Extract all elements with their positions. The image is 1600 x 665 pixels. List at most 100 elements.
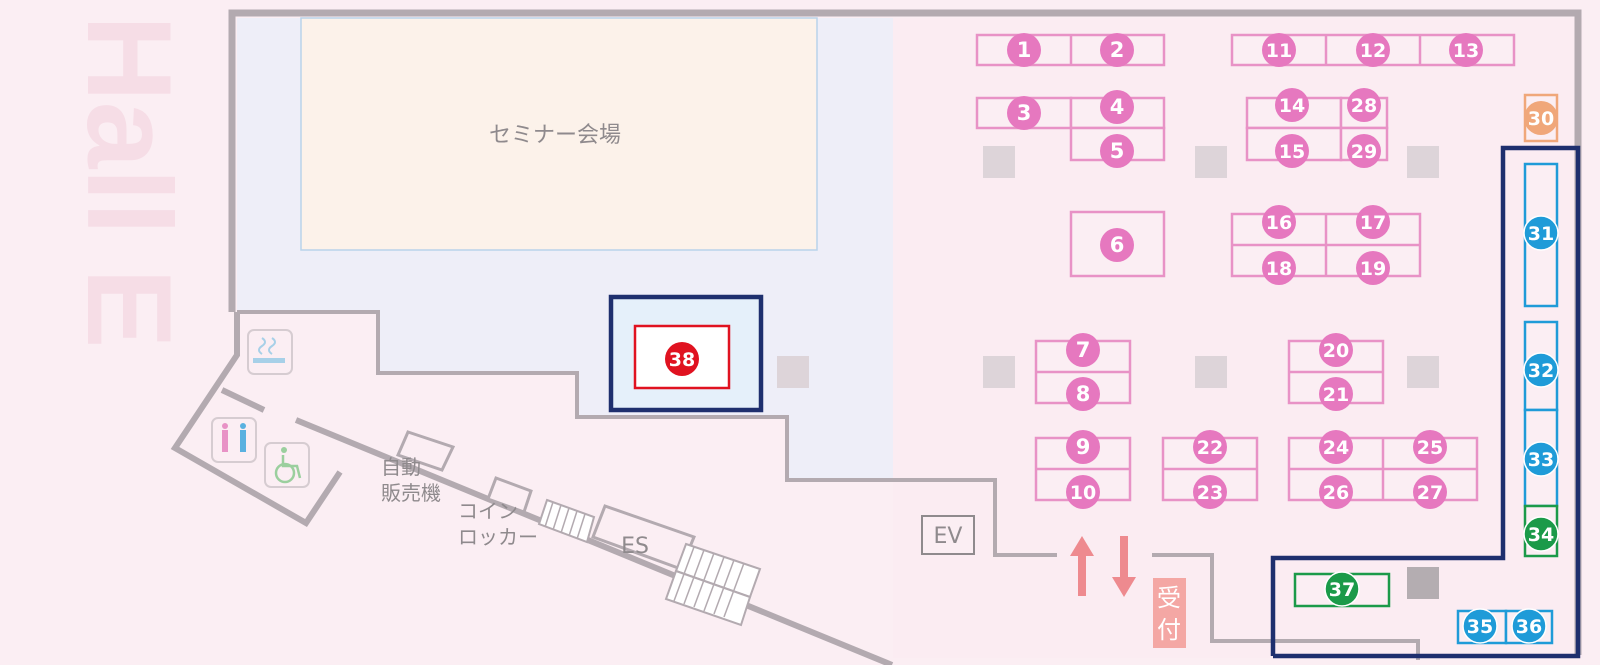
reception: 受 付 <box>1153 578 1186 648</box>
booth-36-number: 36 <box>1516 616 1542 638</box>
booth-33-badge[interactable] <box>1523 441 1559 477</box>
booth-20-badge[interactable] <box>1319 333 1353 367</box>
booth-16-number: 16 <box>1266 212 1292 234</box>
booth-32-badge[interactable] <box>1523 352 1559 388</box>
booth-30-number: 30 <box>1528 108 1554 130</box>
vending-label-2: 販売機 <box>381 481 441 505</box>
booth-17-badge[interactable] <box>1356 205 1390 239</box>
booth-3-number: 3 <box>1017 101 1032 125</box>
booth-6-badge[interactable] <box>1100 228 1134 262</box>
booth-23-number: 23 <box>1197 482 1223 504</box>
escalator-label: ES <box>621 534 649 559</box>
booth-5-badge[interactable] <box>1100 134 1134 168</box>
booth-13-badge[interactable] <box>1449 33 1483 67</box>
booth-25-badge[interactable] <box>1413 430 1447 464</box>
booth-11-number: 11 <box>1266 40 1292 62</box>
booth-13-number: 13 <box>1453 40 1479 62</box>
booth-25-number: 25 <box>1417 437 1443 459</box>
booth-31-badge[interactable] <box>1523 215 1559 251</box>
booth-10-number: 10 <box>1070 482 1096 504</box>
reception-label-1: 受 <box>1157 584 1181 612</box>
booth-33-number: 33 <box>1528 449 1554 471</box>
booth-22-number: 22 <box>1197 437 1223 459</box>
vending-label-1: 自動 <box>381 455 421 479</box>
booth-22-badge[interactable] <box>1193 430 1227 464</box>
escalator-steps <box>537 498 762 627</box>
booth-8-number: 8 <box>1076 382 1091 406</box>
booth-9-number: 9 <box>1076 435 1091 459</box>
seminar-hall-label: セミナー会場 <box>489 123 621 148</box>
booth-29-number: 29 <box>1351 141 1377 163</box>
seminar-hall <box>300 17 818 251</box>
booth-35-number: 35 <box>1467 616 1493 638</box>
booth-30-badge[interactable] <box>1524 101 1558 135</box>
booth-11-badge[interactable] <box>1262 33 1296 67</box>
booth-24-badge[interactable] <box>1319 430 1353 464</box>
booth-5-number: 5 <box>1110 139 1125 163</box>
booth-34-number: 34 <box>1528 524 1554 546</box>
floor-fixtures <box>395 430 696 571</box>
booth-35-badge[interactable] <box>1462 608 1498 644</box>
booth-17-number: 17 <box>1360 212 1386 234</box>
booth-20-number: 20 <box>1323 340 1349 362</box>
booth-21-number: 21 <box>1323 384 1349 406</box>
booth-18-badge[interactable] <box>1262 251 1296 285</box>
booth-8-badge[interactable] <box>1066 377 1100 411</box>
booth-12-number: 12 <box>1360 40 1386 62</box>
booth-37-number: 37 <box>1329 579 1355 601</box>
booth-2-number: 2 <box>1110 38 1125 62</box>
smoking-area-icon <box>247 329 293 375</box>
booth-14-number: 14 <box>1279 95 1305 117</box>
locker-label-1: コイン <box>458 499 518 523</box>
booth-23-badge[interactable] <box>1193 475 1227 509</box>
booth-19-badge[interactable] <box>1356 251 1390 285</box>
booth-15-number: 15 <box>1279 141 1305 163</box>
booth-14-badge[interactable] <box>1275 88 1309 122</box>
booth-3-badge[interactable] <box>1007 96 1041 130</box>
booth-31-number: 31 <box>1528 223 1554 245</box>
booth-4-number: 4 <box>1110 95 1125 119</box>
booth-28-badge[interactable] <box>1347 88 1381 122</box>
booth-1-badge[interactable] <box>1007 33 1041 67</box>
booth-6-number: 6 <box>1110 233 1125 257</box>
booth-7-badge[interactable] <box>1066 333 1100 367</box>
wheelchair-icon <box>264 442 310 488</box>
booth-12-badge[interactable] <box>1356 33 1390 67</box>
booth-38-badge[interactable] <box>665 342 699 376</box>
booth-18-number: 18 <box>1266 258 1292 280</box>
booth-37-badge[interactable] <box>1324 571 1360 607</box>
booth-36-badge[interactable] <box>1511 608 1547 644</box>
hall-label: Hall E <box>62 15 196 348</box>
diagonal-walls <box>170 312 894 665</box>
elevator: EV <box>921 515 975 555</box>
booth-38-number: 38 <box>669 349 695 371</box>
booth-26-badge[interactable] <box>1319 475 1353 509</box>
booth-15-badge[interactable] <box>1275 134 1309 168</box>
booth-27-badge[interactable] <box>1413 475 1447 509</box>
reception-label-2: 付 <box>1157 616 1181 644</box>
entrance-arrows <box>1070 536 1136 597</box>
booth-32-number: 32 <box>1528 360 1554 382</box>
locker-label-2: ロッカー <box>458 525 538 549</box>
booth-29-badge[interactable] <box>1347 134 1381 168</box>
booth-28-number: 28 <box>1351 95 1377 117</box>
restroom-icon <box>211 417 257 463</box>
booth-21-badge[interactable] <box>1319 377 1353 411</box>
booth-7-number: 7 <box>1076 338 1091 362</box>
booth-16-badge[interactable] <box>1262 205 1296 239</box>
elevator-label: EV <box>934 524 963 549</box>
booth-10-badge[interactable] <box>1066 475 1100 509</box>
booth-4-badge[interactable] <box>1100 90 1134 124</box>
booth-2-badge[interactable] <box>1100 33 1134 67</box>
booth-1-number: 1 <box>1017 38 1032 62</box>
booth-19-number: 19 <box>1360 258 1386 280</box>
booth-34-badge[interactable] <box>1523 516 1559 552</box>
booth-9-badge[interactable] <box>1066 430 1100 464</box>
inner-walls <box>237 310 1420 660</box>
columns <box>777 146 1439 599</box>
escalator-hatch <box>544 501 745 618</box>
booth-24-number: 24 <box>1323 437 1349 459</box>
booth-27-number: 27 <box>1417 482 1443 504</box>
